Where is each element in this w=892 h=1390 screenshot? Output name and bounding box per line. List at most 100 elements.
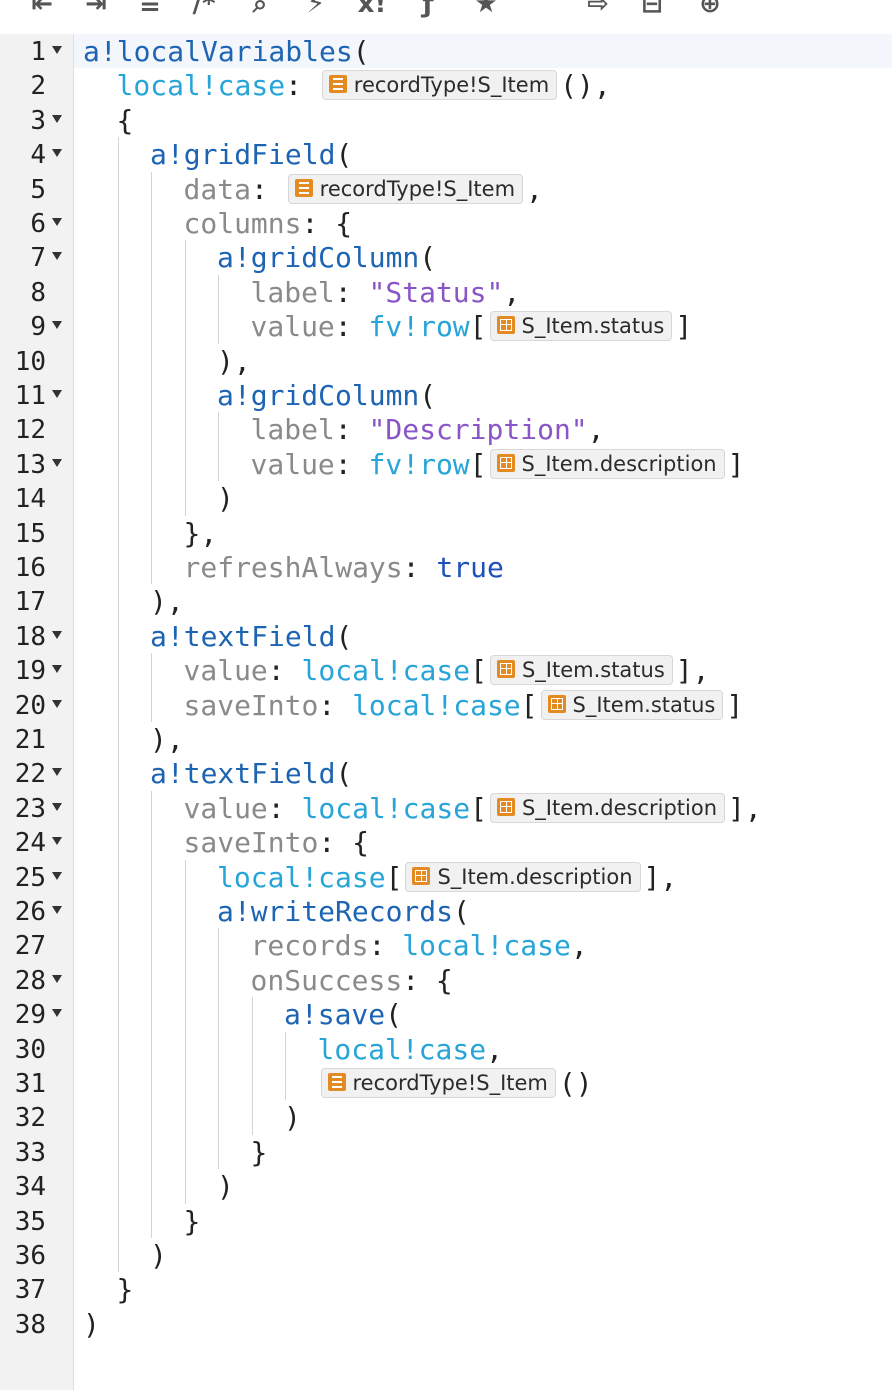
query-icon[interactable]: ⊟ xyxy=(641,0,663,19)
code-text[interactable]: local!case, xyxy=(318,1034,503,1065)
code-line[interactable]: 34) xyxy=(0,1169,892,1204)
fold-toggle-icon[interactable] xyxy=(52,974,62,983)
code-text[interactable]: records: local!case, xyxy=(251,931,588,961)
fold-toggle-icon[interactable] xyxy=(52,149,62,158)
fold-toggle-icon[interactable] xyxy=(52,665,62,674)
fold-toggle-icon[interactable] xyxy=(52,390,62,398)
fold-toggle-icon[interactable] xyxy=(52,802,62,811)
code-line[interactable]: 37} xyxy=(0,1272,892,1306)
fold-toggle-icon[interactable] xyxy=(52,114,62,123)
code-text[interactable]: } xyxy=(251,1137,268,1168)
code-text[interactable]: ) xyxy=(217,1172,234,1202)
code-text[interactable]: a!gridColumn( xyxy=(217,243,436,273)
code-text[interactable]: a!textField( xyxy=(150,759,352,789)
code-text[interactable]: ), xyxy=(150,725,184,755)
star-icon[interactable]: ★ xyxy=(474,0,498,19)
fold-toggle-icon[interactable] xyxy=(52,1009,62,1018)
magic-wand-icon[interactable]: ⚡ xyxy=(306,0,326,19)
code-text[interactable]: { xyxy=(117,105,134,136)
code-text[interactable]: } xyxy=(117,1275,134,1305)
code-text[interactable]: ) xyxy=(217,484,234,514)
fold-toggle-icon[interactable] xyxy=(52,218,62,226)
code-line[interactable]: 15}, xyxy=(0,515,892,550)
code-text[interactable]: ) xyxy=(83,1309,100,1340)
fold-toggle-icon[interactable] xyxy=(52,768,62,777)
code-line[interactable]: 14) xyxy=(0,481,892,516)
record-type-chip[interactable]: recordType!S_Item xyxy=(320,1068,556,1098)
code-line[interactable]: 21), xyxy=(0,722,892,757)
code-text[interactable]: ), xyxy=(217,346,251,377)
code-text[interactable]: ), xyxy=(150,587,184,617)
code-line[interactable]: 33} xyxy=(0,1134,892,1170)
code-text[interactable]: a!writeRecords( xyxy=(217,897,470,927)
fold-toggle-icon[interactable] xyxy=(52,837,62,846)
fold-toggle-icon[interactable] xyxy=(52,871,62,880)
search-icon[interactable]: ⌕ xyxy=(252,0,268,19)
fold-toggle-icon[interactable] xyxy=(52,46,62,54)
code-text[interactable]: recordType!S_Item() xyxy=(318,1068,593,1099)
list-icon[interactable]: ≡ xyxy=(139,0,161,19)
record-type-chip[interactable]: recordType!S_Item xyxy=(321,70,558,101)
comment-icon[interactable]: /* xyxy=(192,0,216,19)
record-field-chip[interactable]: S_Item.status xyxy=(489,311,673,342)
code-text[interactable]: value: fv!row[S_Item.status] xyxy=(251,311,692,342)
code-text[interactable]: }, xyxy=(184,518,218,549)
code-text[interactable]: data: recordType!S_Item, xyxy=(184,173,543,205)
export-icon[interactable]: ⇨ xyxy=(587,0,609,19)
code-line[interactable]: 36) xyxy=(0,1238,892,1273)
chart-icon[interactable]: ⏜ xyxy=(531,0,557,19)
code-text[interactable]: saveInto: local!case[S_Item.status] xyxy=(184,689,743,721)
code-line[interactable]: 32) xyxy=(0,1100,892,1135)
code-text[interactable]: } xyxy=(184,1206,201,1237)
record-field-chip[interactable]: S_Item.status xyxy=(540,689,724,720)
code-line[interactable]: 38) xyxy=(0,1307,892,1341)
code-text[interactable]: a!textField( xyxy=(150,621,352,652)
fold-toggle-icon[interactable] xyxy=(52,321,62,330)
indent-icon[interactable]: ⇥ xyxy=(85,0,107,19)
code-text[interactable]: value: fv!row[S_Item.description] xyxy=(251,448,744,480)
code-text[interactable]: local!case: recordType!S_Item(), xyxy=(117,70,611,101)
fold-toggle-icon[interactable] xyxy=(52,252,62,261)
fold-toggle-icon[interactable] xyxy=(52,906,62,914)
record-field-chip[interactable]: S_Item.description xyxy=(489,792,726,823)
code-text[interactable]: ) xyxy=(284,1103,301,1133)
code-line[interactable]: 17), xyxy=(0,584,892,619)
code-text[interactable]: value: local!case[S_Item.description], xyxy=(184,792,762,824)
globe-icon[interactable]: ⊕ xyxy=(699,0,721,19)
variable-icon[interactable]: x! xyxy=(357,0,387,19)
record-field-chip[interactable]: S_Item.description xyxy=(489,448,725,479)
code-line[interactable]: 35} xyxy=(0,1203,892,1238)
code-text[interactable]: onSuccess: { xyxy=(251,965,453,996)
code-text[interactable]: refreshAlways: true xyxy=(184,553,504,583)
code-text[interactable]: local!case[S_Item.description], xyxy=(217,861,677,893)
code-text[interactable]: saveInto: { xyxy=(184,828,369,858)
function-icon[interactable]: ƒ xyxy=(422,0,434,19)
code-text[interactable]: a!save( xyxy=(284,1000,402,1030)
code-text[interactable]: a!gridField( xyxy=(150,140,352,170)
code-text[interactable]: a!gridColumn( xyxy=(217,381,436,411)
code-text[interactable]: value: local!case[S_Item.status], xyxy=(184,655,710,686)
fold-toggle-icon[interactable] xyxy=(52,458,62,467)
outdent-icon[interactable]: ⇤ xyxy=(31,0,53,19)
